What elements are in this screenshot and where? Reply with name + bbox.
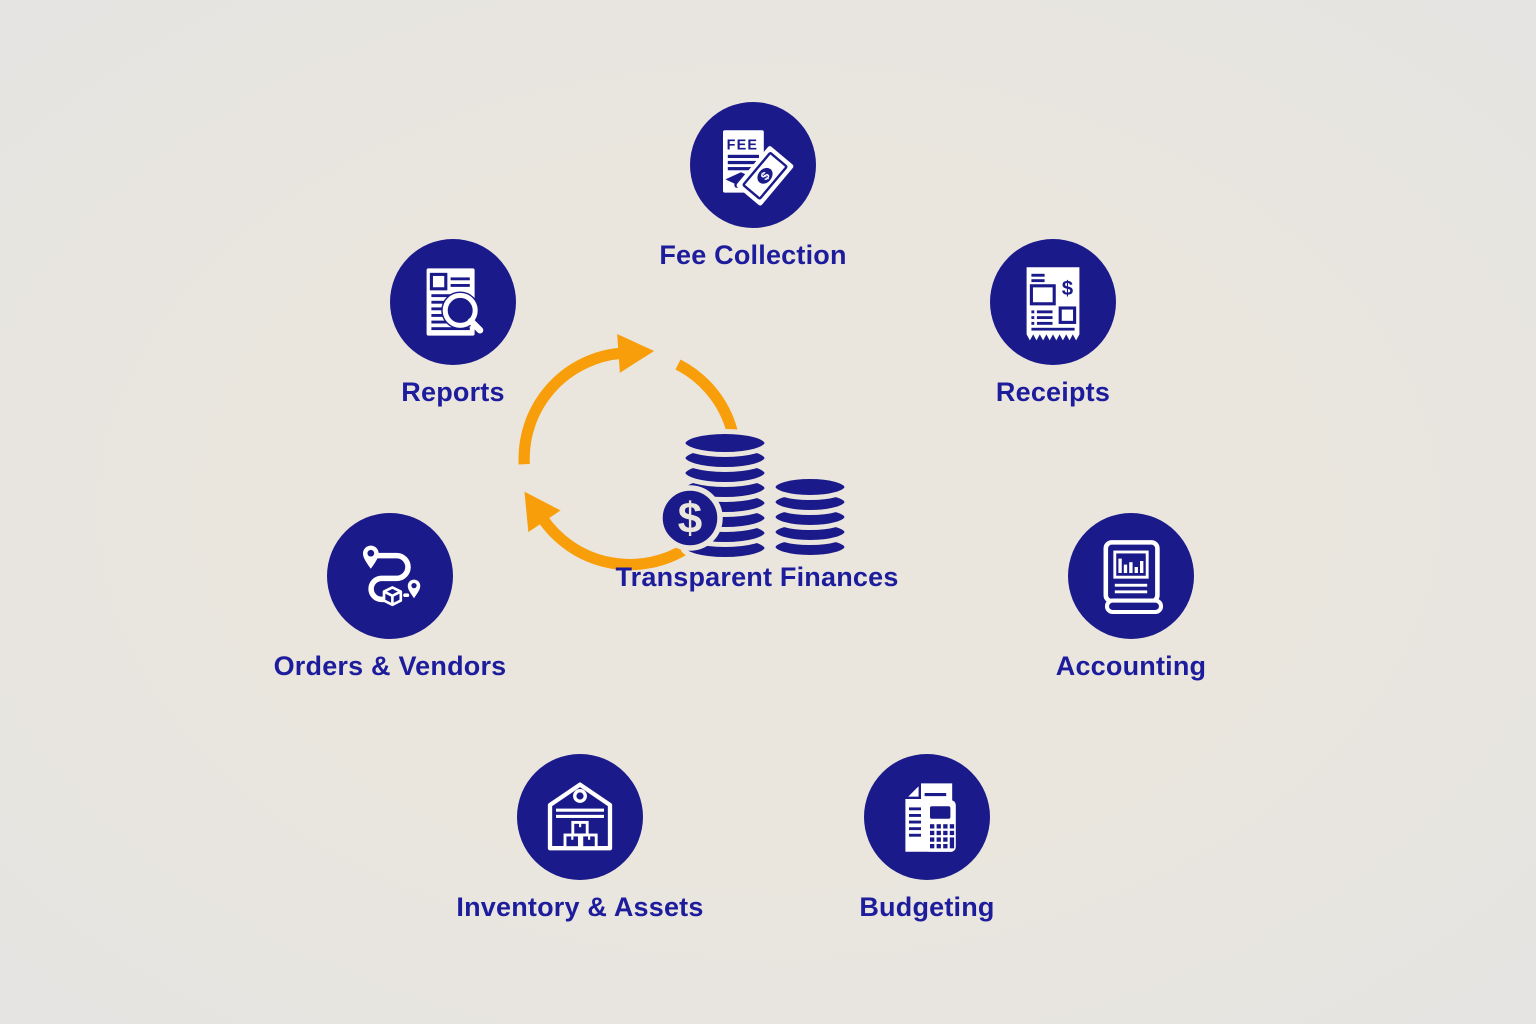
fee-collection-badge: FEE $ (690, 102, 816, 228)
coin-stack-short (770, 474, 850, 560)
report-magnifier-icon (426, 268, 484, 336)
node-label: Budgeting (859, 892, 995, 922)
fee-invoice-banknote-icon: FEE $ (723, 130, 794, 206)
magnifier-icon (441, 291, 484, 334)
coin-stacks-dollar-icon: $ (660, 429, 850, 562)
node-label: Orders & Vendors (273, 651, 507, 681)
cycle-arc-segment (524, 491, 691, 571)
node-orders-vendors: Orders & Vendors (250, 513, 530, 682)
arrowhead-icon (617, 334, 655, 373)
node-reports: Reports (313, 239, 593, 408)
arrowhead-icon (524, 491, 561, 533)
route-package-pins-icon (363, 545, 421, 607)
node-budgeting: Budgeting (787, 754, 1067, 923)
ledger-book-chart-icon (1103, 540, 1164, 615)
fee-text: FEE (727, 137, 759, 153)
dollar-sign: $ (678, 494, 702, 543)
calculator-icon (924, 800, 956, 852)
warehouse-boxes-icon (547, 782, 613, 851)
node-accounting: Accounting (991, 513, 1271, 682)
node-fee-collection: FEE $ Fee Collection (613, 102, 893, 271)
budgeting-badge (864, 754, 990, 880)
receipts-badge: $ (990, 239, 1116, 365)
cycle-arrows (518, 334, 745, 571)
reports-badge (390, 239, 516, 365)
inventory-badge (517, 754, 643, 880)
package-cube-icon (382, 586, 403, 607)
node-label: Accounting (1055, 651, 1207, 681)
banknote-icon: $ (736, 146, 794, 206)
node-label: Inventory & Assets (456, 892, 704, 922)
dollar-coin-icon: $ (660, 485, 723, 551)
map-pin-icon (363, 545, 379, 569)
map-pin-icon (407, 579, 421, 599)
orders-badge (327, 513, 453, 639)
cycle-arc-segment (518, 334, 655, 465)
bar-chart-icon (1118, 558, 1144, 573)
receipt-icon: $ (1026, 267, 1080, 341)
node-label: Fee Collection (659, 240, 847, 270)
folded-corner (902, 780, 921, 799)
node-inventory-assets: Inventory & Assets (440, 754, 720, 923)
accounting-badge (1068, 513, 1194, 639)
node-label: Reports (401, 377, 505, 407)
center-label: Transparent Finances (615, 562, 899, 592)
dollar-sign: $ (1062, 278, 1074, 300)
node-receipts: $ Receipts (913, 239, 1193, 408)
boxes-icon (563, 820, 598, 850)
document-calculator-icon (902, 780, 956, 852)
node-label: Receipts (995, 377, 1111, 407)
